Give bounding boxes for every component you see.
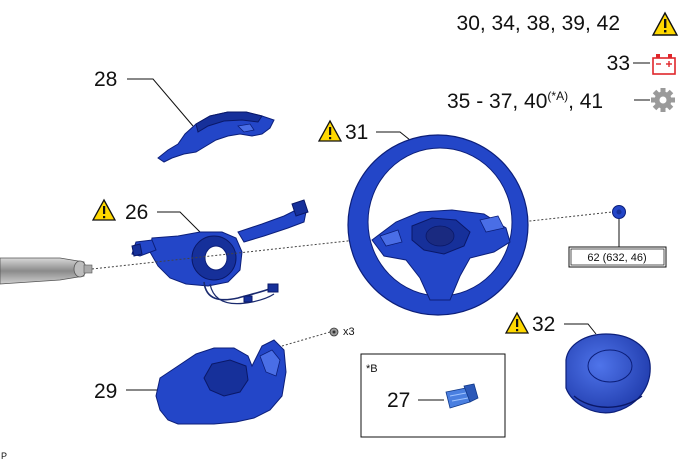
screw-x3: x3 — [329, 326, 355, 338]
warning-triangle-icon — [504, 311, 530, 334]
legend-battery-parts: 33 — [607, 52, 630, 75]
legend-warning-parts: 30, 34, 38, 39, 42 — [457, 12, 620, 35]
torque-box — [568, 246, 667, 268]
part-27 — [445, 383, 479, 409]
callout-32: 32 — [532, 313, 555, 336]
part-32: 32 — [504, 311, 651, 414]
torque-value: 62 (632, 46) — [587, 252, 646, 264]
steering-shaft — [0, 257, 93, 285]
battery-terminal-icon — [652, 54, 676, 75]
callout-26: 26 — [125, 201, 148, 224]
callout-27: 27 — [387, 389, 410, 412]
part-27-box: *B 27 — [360, 353, 506, 438]
warning-triangle-icon — [317, 119, 343, 142]
legend-gear-row: 35 - 37, 40(*A), 41 — [447, 88, 675, 113]
callout-31: 31 — [345, 121, 368, 144]
screw-quantity: x3 — [343, 326, 355, 338]
legend-warning-row: 30, 34, 38, 39, 42 — [457, 11, 679, 36]
callout-28: 28 — [94, 68, 117, 91]
legend-gear-parts: 35 - 37, 40(*A), 41 — [447, 89, 603, 113]
part-29: 29 — [94, 331, 331, 425]
legend-battery-row: 33 — [607, 52, 676, 75]
gear-icon — [651, 88, 675, 112]
box-label: *B — [366, 363, 378, 375]
part-62-nut: 62 (632, 46) — [568, 205, 667, 268]
warning-triangle-icon — [651, 11, 679, 36]
part-26: 26 — [91, 198, 309, 305]
callout-29: 29 — [94, 380, 117, 403]
corner-mark: P — [1, 451, 7, 461]
warning-triangle-icon — [91, 198, 117, 221]
part-31: 31 — [317, 119, 529, 316]
part-28: 28 — [94, 68, 275, 163]
